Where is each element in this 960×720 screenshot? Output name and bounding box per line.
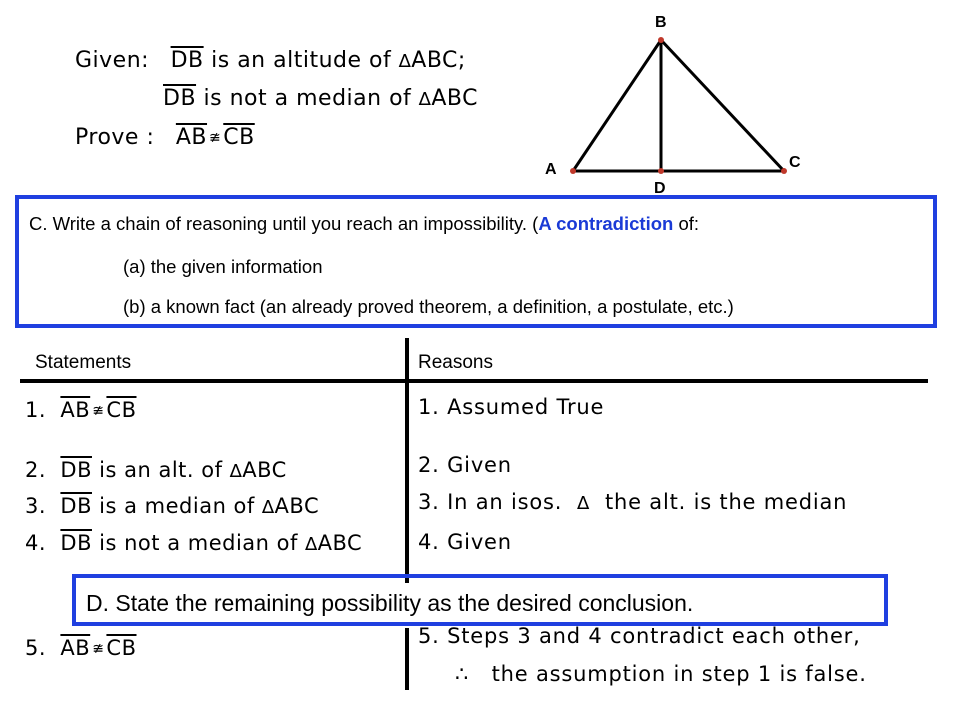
given-line-2-text: is not a median of	[203, 86, 412, 111]
vertex-dot-d	[658, 168, 664, 174]
reason-5-line-2: ∴ the assumption in step 1 is false.	[455, 662, 867, 686]
segment-ab: AB	[175, 125, 208, 150]
statements-header: Statements	[35, 352, 132, 373]
column-divider-upper	[405, 338, 409, 583]
instruction-box-c: C. Write a chain of reasoning until you …	[15, 195, 937, 328]
given-line-2: DB is not a median of ∆ABC	[163, 86, 478, 111]
instruction-box-d: D. State the remaining possibility as th…	[72, 574, 888, 626]
header-rule	[20, 379, 928, 383]
segment-db: DB	[163, 86, 197, 111]
triangle-symbol-icon: ∆	[398, 51, 412, 72]
contradiction-emphasis: A contradiction	[538, 213, 674, 234]
statement-5: 5. AB≇CB	[25, 636, 137, 660]
triangle-symbol-icon: ∆	[577, 493, 590, 514]
statement-1: 1. AB≇CB	[25, 398, 137, 422]
side-ab	[571, 39, 663, 172]
segment-db: DB	[60, 531, 92, 555]
vertex-dot-c	[781, 168, 787, 174]
column-divider-lower	[405, 628, 409, 690]
triangle-symbol-icon: ∆	[262, 497, 275, 518]
not-congruent-icon: ≇	[92, 641, 105, 657]
segment-cb: CB	[223, 125, 255, 150]
triangle-name: ABC	[431, 86, 478, 111]
box-c-line-1: C. Write a chain of reasoning until you …	[29, 213, 700, 234]
reason-2: 2. Given	[418, 453, 512, 477]
reason-5-line-1: 5. Steps 3 and 4 contradict each other,	[418, 624, 861, 648]
triangle-symbol-icon: ∆	[229, 461, 243, 482]
box-d-text: D. State the remaining possibility as th…	[86, 590, 694, 616]
therefore-icon: ∴	[455, 662, 470, 686]
segment-db: DB	[170, 48, 204, 73]
reason-4: 4. Given	[418, 530, 512, 554]
segment-cb: CB	[106, 398, 137, 422]
label-b: B	[655, 14, 667, 31]
statement-4: 4. DB is not a median of ∆ABC	[25, 531, 363, 555]
box-c-line-2: (a) the given information	[123, 256, 323, 277]
vertex-dot-b	[658, 37, 664, 43]
statement-2: 2. DB is an alt. of ∆ABC	[25, 458, 287, 482]
label-a: A	[545, 161, 557, 178]
triangle-symbol-icon: ∆	[305, 534, 318, 555]
statement-3: 3. DB is a median of ∆ABC	[25, 494, 320, 518]
label-c: C	[789, 154, 801, 171]
given-line-1: Given: DB is an altitude of ∆ABC;	[75, 48, 466, 73]
segment-ab: AB	[60, 636, 91, 660]
vertex-dot-a	[570, 168, 576, 174]
given-line-1-text: is an altitude of	[211, 48, 392, 73]
segment-ab: AB	[60, 398, 91, 422]
prove-label: Prove :	[75, 125, 155, 150]
triangle-symbol-icon: ∆	[418, 89, 432, 110]
label-d: D	[654, 180, 666, 197]
triangle-diagram: B A C D	[545, 14, 801, 197]
prove-line: Prove : AB≇CB	[75, 125, 255, 150]
segment-db: DB	[60, 494, 92, 518]
given-label: Given:	[75, 48, 150, 73]
not-congruent-icon: ≇	[209, 130, 222, 146]
reason-1: 1. Assumed True	[418, 395, 605, 419]
side-bc	[659, 38, 786, 173]
not-congruent-icon: ≇	[92, 403, 105, 419]
reason-3: 3. In an isos. ∆ the alt. is the median	[418, 490, 848, 514]
segment-cb: CB	[106, 636, 137, 660]
triangle-name: ABC;	[411, 48, 466, 73]
segment-db: DB	[60, 458, 92, 482]
reasons-header: Reasons	[418, 352, 493, 373]
box-c-line-3: (b) a known fact (an already proved theo…	[123, 296, 734, 317]
